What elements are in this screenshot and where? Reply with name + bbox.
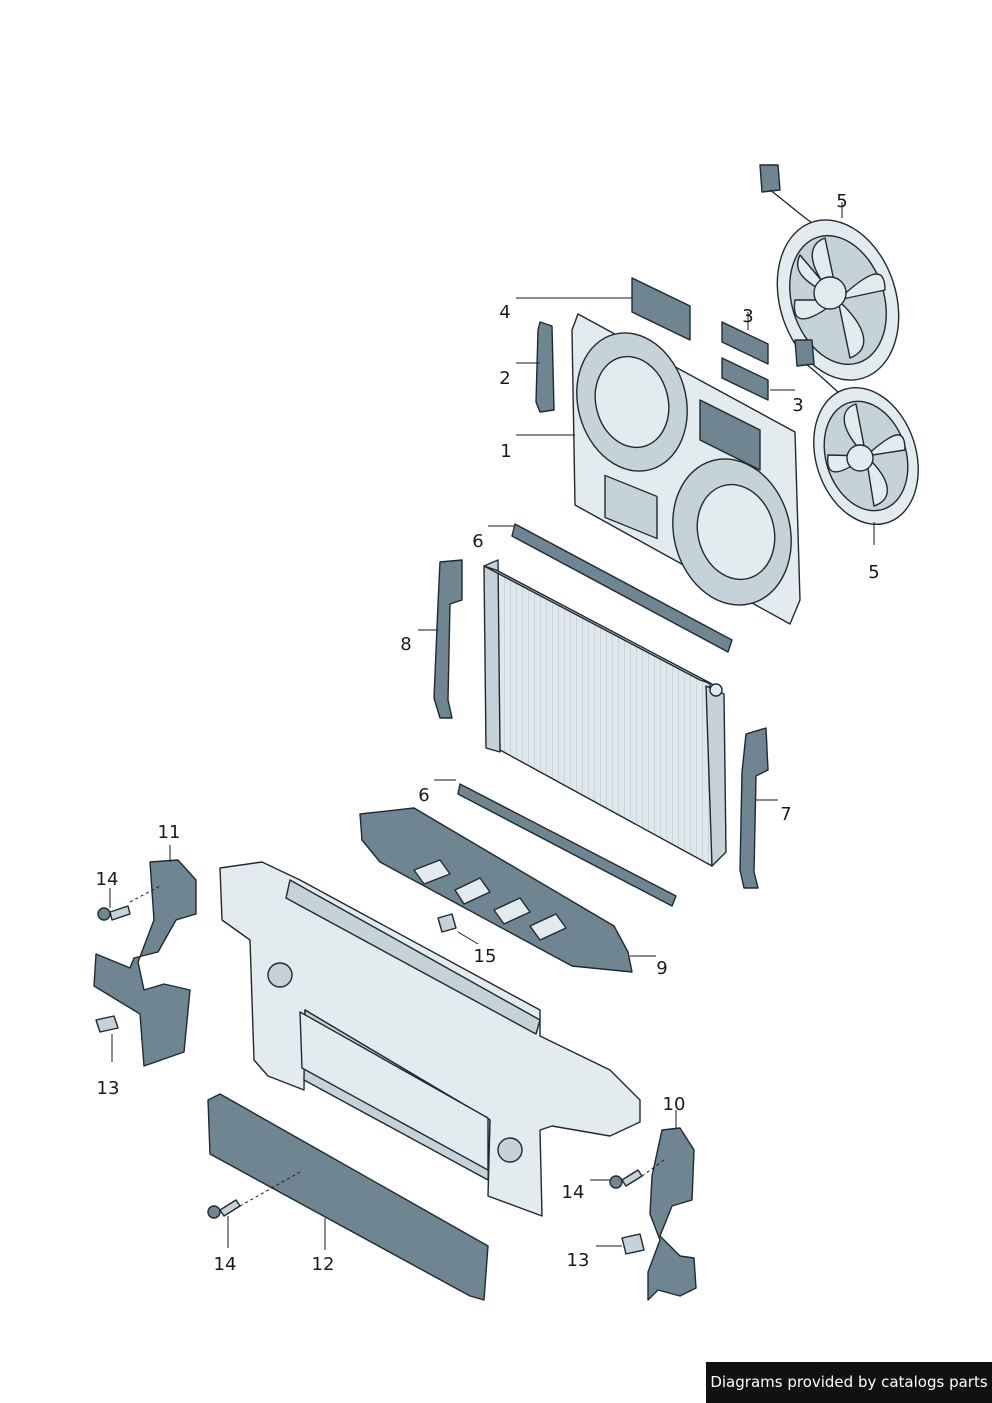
bolt-14-bottom <box>207 1199 241 1219</box>
air-guide-7 <box>739 727 769 889</box>
seal-strip-6-upper <box>511 523 733 653</box>
seal-3-upper <box>721 321 769 365</box>
callout-2: 2 <box>499 368 510 389</box>
callout-14-right: 14 <box>562 1182 585 1203</box>
callouts: 1 2 3 3 4 5 5 6 6 7 8 9 10 11 12 13 13 1… <box>96 191 880 1275</box>
callout-14-bottom: 14 <box>214 1254 237 1275</box>
air-guide-8 <box>433 559 463 719</box>
callout-3-upper: 3 <box>742 306 753 327</box>
bolt-14-left <box>97 905 131 921</box>
cross-member-12 <box>207 1093 489 1301</box>
callout-9: 9 <box>656 958 667 979</box>
air-duct-9 <box>359 807 633 973</box>
callout-8: 8 <box>400 634 411 655</box>
fan-shroud <box>571 313 801 625</box>
lock-carrier <box>219 861 641 1217</box>
radiator <box>483 559 727 867</box>
callout-13-right: 13 <box>567 1250 590 1271</box>
callout-1: 1 <box>500 441 511 462</box>
clip-13-left <box>95 1015 119 1033</box>
callout-5-upper: 5 <box>836 191 847 212</box>
callout-6-upper: 6 <box>472 531 483 552</box>
callout-7: 7 <box>780 804 791 825</box>
callout-10: 10 <box>663 1094 686 1115</box>
bracket-2 <box>535 321 555 413</box>
bolt-14-right <box>609 1169 643 1189</box>
seal-strip-6-lower <box>457 783 677 907</box>
callout-13-left: 13 <box>97 1078 120 1099</box>
clip-13-right <box>621 1233 645 1255</box>
callout-5-lower: 5 <box>868 562 879 583</box>
clip-15 <box>437 913 457 933</box>
callout-3-lower: 3 <box>792 395 803 416</box>
leader-lines <box>109 202 875 1250</box>
air-guide-10 <box>647 1127 697 1301</box>
air-guide-11 <box>93 859 197 1067</box>
callout-15: 15 <box>474 946 497 967</box>
callout-6-lower: 6 <box>418 785 429 806</box>
callout-12: 12 <box>312 1254 335 1275</box>
credit-badge: Diagrams provided by catalogs parts <box>706 1362 992 1403</box>
callout-4: 4 <box>499 302 510 323</box>
seal-3-lower <box>721 357 769 401</box>
fan-motor-lower <box>794 339 919 526</box>
seal-4 <box>631 277 691 341</box>
callout-14-left: 14 <box>96 869 119 890</box>
callout-11: 11 <box>158 822 181 843</box>
